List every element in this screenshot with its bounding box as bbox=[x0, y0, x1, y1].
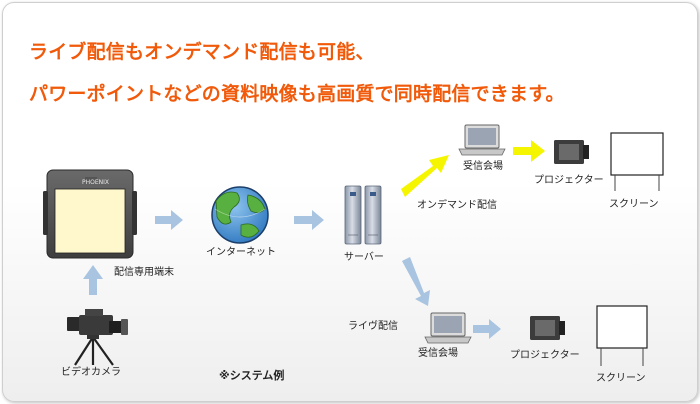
ondemand-venue-label: 受信会場 bbox=[463, 161, 503, 172]
ondemand-route-label: オンデマンド配信 bbox=[417, 200, 497, 211]
live-venue-laptop-icon bbox=[424, 312, 472, 344]
arrow-live-venue-to-projector bbox=[473, 319, 501, 339]
system-diagram bbox=[43, 124, 664, 366]
arrow-camera-to-terminal bbox=[83, 265, 103, 295]
live-route-label: ライヴ配信 bbox=[348, 321, 398, 332]
arrow-ondemand-venue-to-projector bbox=[513, 140, 545, 162]
terminal-label: 配信専用端末 bbox=[114, 267, 174, 278]
internet-globe-icon bbox=[211, 186, 269, 244]
live-screen-label: スクリーン bbox=[596, 373, 646, 384]
headline-line-2: パワーポイントなどの資料映像も高画質で同時配信できます。 bbox=[29, 83, 565, 105]
live-projector-label: プロジェクター bbox=[510, 350, 580, 361]
arrow-server-to-live bbox=[402, 257, 430, 306]
arrow-terminal-to-internet bbox=[155, 210, 183, 230]
server-icon bbox=[344, 185, 382, 245]
headline-line-1: ライブ配信もオンデマンド配信も可能、 bbox=[29, 41, 375, 63]
ondemand-screen-label: スクリーン bbox=[609, 199, 659, 210]
ondemand-projector-label: プロジェクター bbox=[534, 175, 604, 186]
distribution-terminal-icon bbox=[43, 169, 137, 259]
server-label: サーバー bbox=[344, 252, 384, 263]
live-projector-icon bbox=[530, 316, 565, 340]
internet-label: インターネット bbox=[206, 247, 276, 258]
camera-label: ビデオカメラ bbox=[61, 367, 121, 378]
terminal-brand-label: PHOENIX bbox=[82, 179, 110, 186]
ondemand-projector-icon bbox=[554, 140, 589, 164]
live-screen-icon bbox=[596, 305, 648, 366]
system-example-note: ※システム例 bbox=[219, 369, 285, 382]
ondemand-screen-icon bbox=[610, 132, 664, 191]
arrow-server-to-ondemand bbox=[401, 155, 449, 197]
video-camera-icon bbox=[67, 309, 128, 366]
arrow-internet-to-server bbox=[294, 210, 324, 230]
ondemand-venue-laptop-icon bbox=[458, 124, 506, 156]
live-venue-label: 受信会場 bbox=[418, 348, 458, 359]
